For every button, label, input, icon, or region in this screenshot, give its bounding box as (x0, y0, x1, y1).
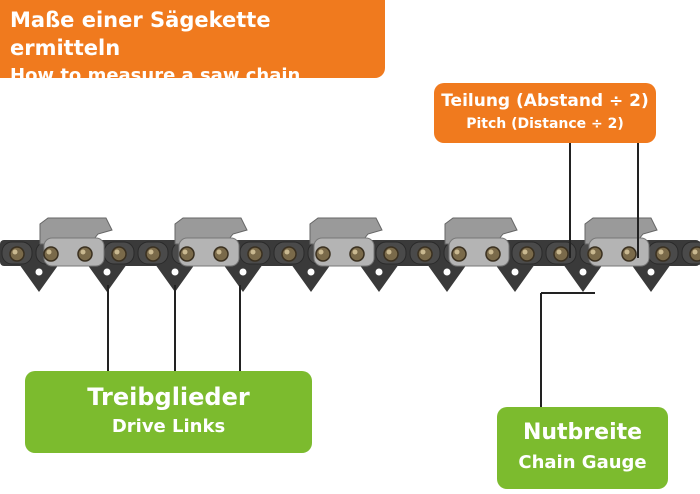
rivet (247, 246, 263, 262)
drive-link-hole (579, 268, 587, 276)
rivet-highlight (284, 249, 290, 255)
rivet-highlight (624, 249, 630, 255)
rivet-highlight (386, 249, 392, 255)
rivet (145, 246, 161, 262)
rivet-highlight (148, 249, 154, 255)
drive-link-hole (443, 268, 451, 276)
drive-link-hole (647, 268, 655, 276)
title-german: Maße einer Sägekette ermitteln (10, 8, 271, 60)
rivet (485, 246, 501, 262)
rivet (451, 246, 467, 262)
rivet (383, 246, 399, 262)
gauge-label-german: Nutbreite (522, 420, 643, 445)
title-english: How to measure a saw chain (10, 65, 301, 86)
rivet (519, 246, 535, 262)
rivet (621, 246, 637, 262)
drive-link-hole (375, 268, 383, 276)
rivet-highlight (556, 249, 562, 255)
drive-link-tang (359, 264, 399, 292)
rivet (349, 246, 365, 262)
drive-links-callout: Treibglieder Drive Links (25, 371, 312, 453)
drive-link-tang (427, 264, 467, 292)
pitch-label-english: Pitch (Distance ÷ 2) (466, 116, 624, 132)
rivet (179, 246, 195, 262)
drive-link-tang (155, 264, 195, 292)
gauge-callout: Nutbreite Chain Gauge (497, 407, 668, 489)
rivet (111, 246, 127, 262)
drive-link-tang (291, 264, 331, 292)
rivet (553, 246, 569, 262)
rivet-highlight (182, 249, 188, 255)
rivet-highlight (522, 249, 528, 255)
drive-link-hole (103, 268, 111, 276)
rivet (417, 246, 433, 262)
drive-link-tang (495, 264, 535, 292)
rivet (281, 246, 297, 262)
rivet (315, 246, 331, 262)
drive-links-label-english: Drive Links (111, 416, 226, 437)
rivet (587, 246, 603, 262)
rivet (43, 246, 59, 262)
drive-links-label-german: Treibglieder (87, 383, 250, 411)
rivet-highlight (352, 249, 358, 255)
rivets-group (9, 246, 700, 262)
drive-link-tang (631, 264, 671, 292)
rivet-highlight (216, 249, 222, 255)
rivet-highlight (454, 249, 460, 255)
rivet (9, 246, 25, 262)
drive-link-hole (511, 268, 519, 276)
leader-lines-group (107, 143, 639, 407)
drive-link-tang (19, 264, 59, 292)
drive-links-group (19, 264, 700, 292)
drive-link-tang (563, 264, 603, 292)
drive-link-hole (307, 268, 315, 276)
rivet-highlight (250, 249, 256, 255)
rivet (213, 246, 229, 262)
pitch-label-german: Teilung (Abstand ÷ 2) (441, 91, 649, 111)
rivet-highlight (46, 249, 52, 255)
rivet-highlight (420, 249, 426, 255)
drive-link-tang (223, 264, 263, 292)
cutter-teeth-group (39, 217, 658, 267)
rivet-highlight (318, 249, 324, 255)
drive-link-hole (171, 268, 179, 276)
rivet (655, 246, 671, 262)
drive-link-tang (87, 264, 127, 292)
drive-link-hole (239, 268, 247, 276)
pitch-callout: Teilung (Abstand ÷ 2) Pitch (Distance ÷ … (434, 83, 656, 143)
rivet-highlight (488, 249, 494, 255)
rivet (77, 246, 93, 262)
rivet-highlight (590, 249, 596, 255)
rivet-highlight (80, 249, 86, 255)
rivet-highlight (658, 249, 664, 255)
title-banner: Maße einer Sägekette ermitteln How to me… (0, 0, 385, 86)
rivet-highlight (12, 249, 18, 255)
drive-link-hole (35, 268, 43, 276)
rivet-highlight (692, 249, 698, 255)
gauge-label-english: Chain Gauge (518, 452, 647, 473)
rivet-highlight (114, 249, 120, 255)
